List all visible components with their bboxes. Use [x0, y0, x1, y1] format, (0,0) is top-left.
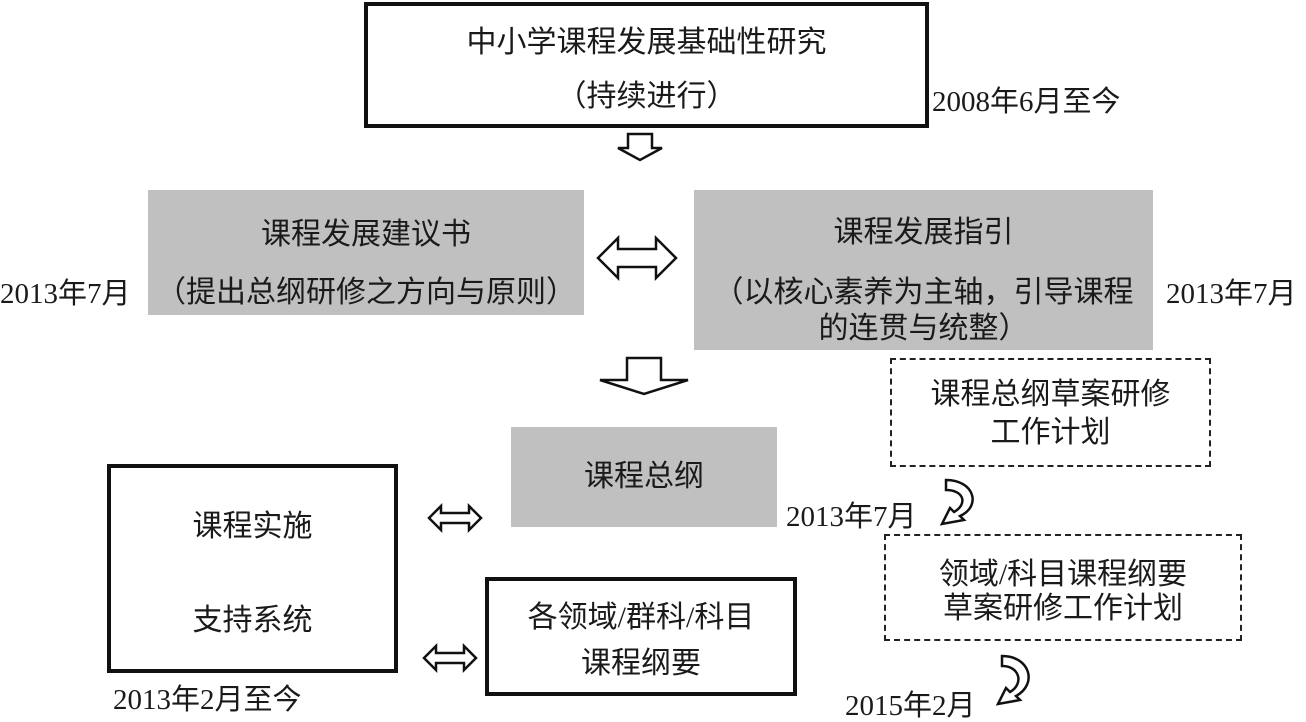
box-line2: 的连贯与统整） [818, 312, 1029, 345]
box-line2: 草案研修工作计划 [943, 592, 1183, 625]
double-arrow-icon [427, 502, 483, 534]
box-line1: 各领域/群科/科目 [527, 601, 755, 634]
date-label: 2008年6月至今 [932, 86, 1121, 118]
date-label: 2013年7月 [786, 501, 917, 533]
date-label: 2013年7月 [0, 278, 131, 310]
double-arrow-icon [596, 234, 678, 282]
box-title: 课程总纲 [584, 460, 704, 493]
box-title: 中小学课程发展基础性研究 [466, 26, 827, 59]
date-label: 2013年7月 [1166, 278, 1297, 310]
foundational-research-box: 中小学课程发展基础性研究 （持续进行） [364, 2, 929, 128]
box-subtitle: （提出总纲研修之方向与原则） [156, 276, 576, 309]
box-line1: 课程总纲草案研修 [930, 378, 1171, 411]
box-line1: （以核心素养为主轴，引导课程 [713, 276, 1134, 309]
date-label: 2013年2月至今 [113, 684, 302, 716]
box-title: 课程发展建议书 [261, 218, 471, 251]
subject-outlines-box: 各领域/群科/科目 课程纲要 [485, 577, 797, 696]
domain-plan-box: 领域/科目课程纲要 草案研修工作计划 [884, 534, 1242, 641]
box-line2: 课程纲要 [581, 647, 701, 680]
double-arrow-icon [422, 642, 478, 674]
curved-arrow-icon [939, 478, 974, 526]
down-arrow-icon [617, 132, 663, 162]
proposal-box: 课程发展建议书 （提出总纲研修之方向与原则） [148, 190, 584, 315]
box-line1: 领域/科目课程纲要 [938, 558, 1188, 591]
box-line2: 支持系统 [192, 604, 313, 637]
curved-arrow-icon [995, 654, 1030, 706]
support-system-box: 课程实施 支持系统 [107, 464, 398, 673]
date-label: 2015年2月 [845, 690, 976, 722]
down-arrow-icon [599, 356, 689, 396]
box-subtitle: （持续进行） [556, 80, 737, 113]
general-curriculum-box: 课程总纲 [511, 427, 777, 527]
general-plan-box: 课程总纲草案研修 工作计划 [890, 358, 1211, 467]
box-line2: 工作计划 [990, 416, 1111, 449]
box-title: 课程发展指引 [833, 216, 1014, 249]
box-line1: 课程实施 [192, 510, 313, 543]
guideline-box: 课程发展指引 （以核心素养为主轴，引导课程 的连贯与统整） [694, 190, 1153, 350]
